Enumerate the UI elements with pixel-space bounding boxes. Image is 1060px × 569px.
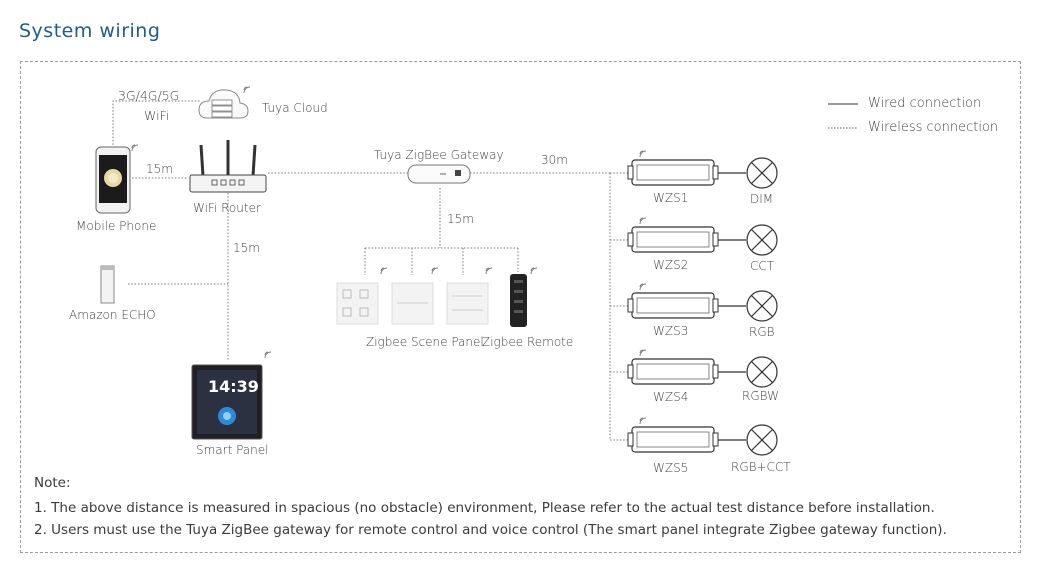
distance-gateway-scene: 15m (447, 212, 474, 226)
wireless-links (112, 100, 628, 441)
controller-wzs3 (627, 283, 778, 322)
wifi-router-icon (189, 140, 267, 193)
diagram-frame (20, 61, 1021, 553)
controller-mode-5: RGB+CCT (731, 460, 791, 474)
controller-wzs4 (627, 349, 778, 388)
distance-router-panel: 15m (233, 241, 260, 255)
mobile-phone-icon (95, 144, 139, 214)
controller-name-3: WZS3 (653, 324, 689, 338)
controller-name-4: WZS4 (653, 390, 689, 404)
controller-mode-4: RGBW (742, 389, 779, 403)
scene-panel-4key (336, 267, 388, 325)
zigbee-remote-icon (510, 267, 538, 327)
smart-panel-device (191, 351, 272, 440)
controller-name-1: WZS1 (653, 191, 689, 205)
controller-wzs1 (627, 150, 778, 189)
zigbee-gateway-icon (407, 164, 471, 184)
controller-mode-1: DIM (750, 192, 774, 206)
distance-phone-router: 15m (146, 162, 173, 176)
controller-mode-2: CCT (750, 259, 775, 273)
echo-label: Amazon ECHO (69, 308, 156, 322)
controller-mode-3: RGB (749, 325, 775, 339)
smart-panel-clock: 14:39 (208, 377, 259, 396)
scene-panel-3key (446, 267, 493, 325)
distance-gateway-controllers: 30m (541, 153, 568, 167)
smart-panel-label: Smart Panel (196, 443, 269, 457)
phone-label: Mobile Phone (76, 219, 157, 233)
router-label: WiFi Router (193, 201, 261, 215)
network-label: 3G/4G/5G (118, 88, 180, 103)
legend-wired-label: Wired connection (868, 96, 982, 111)
cloud-label: Tuya Cloud (262, 101, 328, 115)
controller-wzs5 (627, 417, 778, 456)
scene-panel-label: Zigbee Scene Panel (366, 335, 484, 349)
notes-heading: Note: (34, 475, 71, 491)
controller-name-5: WZS5 (653, 461, 689, 475)
controller-name-2: WZS2 (653, 258, 689, 272)
scene-panel-2key (391, 267, 439, 325)
wifi-label: WiFi (144, 108, 170, 123)
controller-list (627, 150, 778, 456)
page-title: System wiring (19, 20, 161, 42)
note-item-1: 1. The above distance is measured in spa… (34, 500, 935, 516)
note-item-2: 2. Users must use the Tuya ZigBee gatewa… (34, 522, 947, 538)
legend-wireless-label: Wireless connection (868, 120, 999, 135)
gateway-label: Tuya ZigBee Gateway (374, 148, 504, 162)
amazon-echo-icon (100, 265, 115, 304)
controller-wzs2 (627, 217, 778, 256)
remote-label: Zigbee Remote (482, 335, 574, 349)
cloud-icon (198, 86, 251, 119)
